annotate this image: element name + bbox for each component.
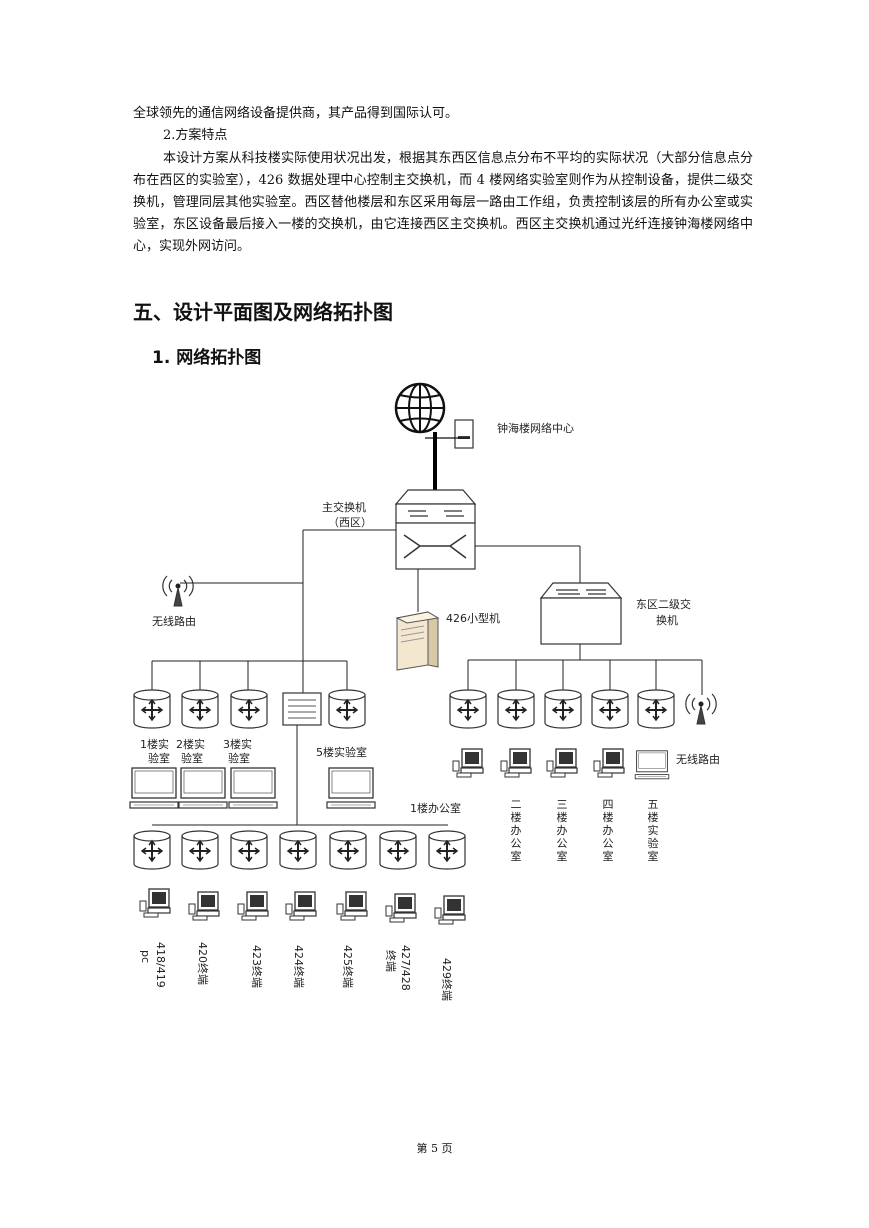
router-east-3f-icon	[497, 689, 535, 729]
wireless-router-east-label: 无线路由	[676, 752, 720, 766]
pc-east-3f-icon	[500, 748, 532, 778]
lab-3-label-line1: 3楼实	[223, 737, 252, 751]
lab-2-monitor-icon	[178, 767, 228, 809]
wireless-router-west-label: 无线路由	[152, 614, 196, 628]
pc-east-2f-icon	[452, 748, 484, 778]
lab-1-monitor-icon	[129, 767, 179, 809]
main-switch-sublabel: （西区）	[328, 516, 372, 529]
terminal-427-label-line2: 终端	[384, 950, 398, 972]
minicomputer-server-icon	[395, 611, 440, 671]
lab-1-label-line1: 1楼实	[140, 737, 169, 751]
pc-terminal-420-icon	[188, 891, 220, 921]
router-terminal-418-icon	[133, 830, 171, 870]
terminal-423-label: 423终端	[250, 945, 264, 988]
server-426-label: 426小型机	[446, 611, 500, 625]
east-office-labels: 二楼办公室 三楼办公室 四楼办公室 五楼实验室	[511, 798, 659, 863]
pc-east-5f-icon	[593, 748, 625, 778]
section-title: 五、设计平面图及网络拓扑图	[133, 300, 393, 324]
terminal-424-label: 424终端	[292, 945, 306, 988]
lab-3-label-line2: 验室	[228, 751, 250, 765]
east-label-4f: 四楼办公室	[603, 798, 614, 863]
lab-2-label-line1: 2楼实	[176, 737, 205, 751]
figure-title: 1. 网络拓扑图	[152, 348, 262, 368]
page-number: 第 5 页	[416, 1142, 453, 1155]
network-center-label: 钟海楼网络中心	[497, 421, 574, 435]
terminal-427-label-line1: 427/428	[399, 945, 412, 991]
main-switch-label: 主交换机	[322, 500, 366, 514]
office-1-label: 1楼办公室	[410, 801, 461, 815]
router-lab-2-icon	[181, 689, 219, 729]
terminal-425-label: 425终端	[341, 945, 355, 988]
router-terminal-424-icon	[279, 830, 317, 870]
network-center-server-icon	[454, 419, 474, 449]
router-east-4f-icon	[544, 689, 582, 729]
internet-globe-icon	[394, 382, 446, 434]
router-terminal-427-icon	[379, 830, 417, 870]
east-label-5f: 五楼实验室	[648, 798, 659, 863]
terminal-429-label: 429终端	[440, 958, 454, 1001]
subheading: 2.方案特点	[163, 128, 228, 143]
east-label-3f: 三楼办公室	[557, 798, 568, 863]
pc-terminal-423-icon	[237, 891, 269, 921]
lab-2-label-line2: 验室	[181, 751, 203, 765]
pc-terminal-427-icon	[385, 893, 417, 923]
pc-terminal-418-icon	[139, 888, 171, 918]
terminal-418-label-line2: pc	[139, 950, 152, 963]
lab-5-label: 5楼实验室	[316, 745, 367, 759]
wireless-router-east-icon	[685, 693, 717, 725]
east-secondary-switch-icon	[539, 582, 623, 645]
router-east-extra-icon	[637, 689, 675, 729]
router-terminal-425-icon	[329, 830, 367, 870]
router-lab-5-icon	[328, 689, 366, 729]
router-east-5f-icon	[591, 689, 629, 729]
pc-terminal-424-icon	[285, 891, 317, 921]
pc-east-4f-icon	[546, 748, 578, 778]
pc-terminal-429-icon	[434, 895, 466, 925]
router-lab-3-icon	[230, 689, 268, 729]
main-switch-icon	[394, 489, 477, 570]
router-terminal-420-icon	[181, 830, 219, 870]
east-label-2f: 二楼办公室	[511, 798, 522, 863]
monitor-east-lab-icon	[634, 750, 670, 780]
lab-3-monitor-icon	[228, 767, 278, 809]
body-paragraph: 本设计方案从科技楼实际使用状况出发，根据其东西区信息点分布不平均的实际状况（大部…	[133, 151, 753, 254]
intro-paragraph: 全球领先的通信网络设备提供商，其产品得到国际认可。	[133, 106, 459, 121]
terminal-418-label-line1: 418/419	[154, 942, 167, 988]
router-terminal-429-icon	[428, 830, 466, 870]
lab-5-monitor-icon	[326, 767, 376, 809]
router-terminal-423-icon	[230, 830, 268, 870]
east-switch-label-2: 换机	[656, 613, 678, 627]
router-east-2f-icon	[449, 689, 487, 729]
router-lab-1-icon	[133, 689, 171, 729]
east-switch-label-1: 东区二级交	[636, 597, 691, 611]
pc-terminal-425-icon	[336, 891, 368, 921]
terminal-420-label: 420终端	[196, 942, 210, 985]
wireless-router-west-icon	[162, 575, 194, 607]
lab-1-label-line2: 验室	[148, 751, 170, 765]
lab-4-secondary-switch-icon	[282, 692, 322, 726]
